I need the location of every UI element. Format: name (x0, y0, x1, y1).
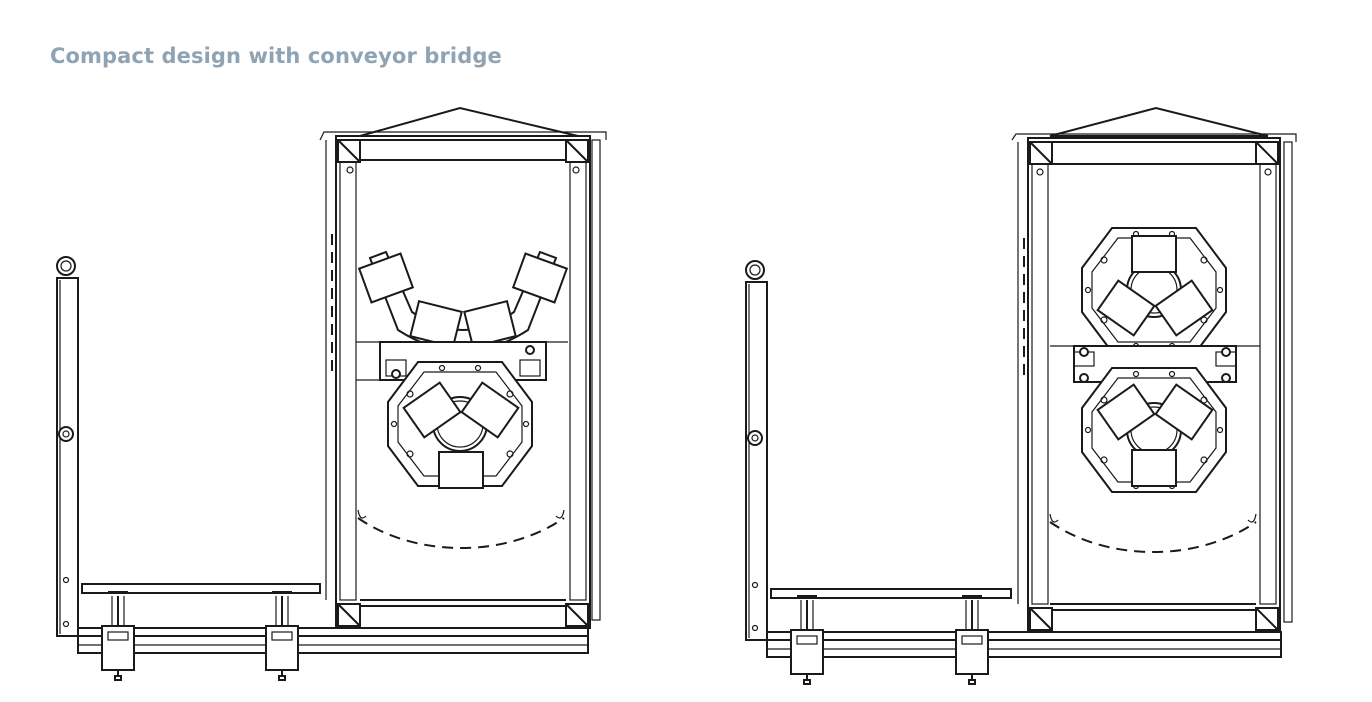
conveyor-bridge-right (770, 588, 1012, 685)
swing-arc-right (1049, 521, 1257, 553)
drawing-double-stage (745, 106, 1297, 685)
post-left (56, 256, 79, 637)
trough-idler-left (358, 250, 568, 352)
base-rail-right (766, 631, 1282, 658)
swing-arc-left (357, 517, 565, 549)
frame-right (1011, 106, 1297, 633)
post-right (745, 260, 768, 641)
base-rail-left (77, 627, 589, 654)
drawing-single-stage (56, 106, 607, 681)
frame-left (319, 106, 607, 629)
page-title: Compact design with conveyor bridge (50, 44, 502, 68)
hex-idler-right-upper (1081, 227, 1227, 353)
hex-idler-left (387, 361, 533, 489)
hex-idler-right-lower (1081, 367, 1227, 493)
conveyor-bridge-left (81, 583, 321, 681)
